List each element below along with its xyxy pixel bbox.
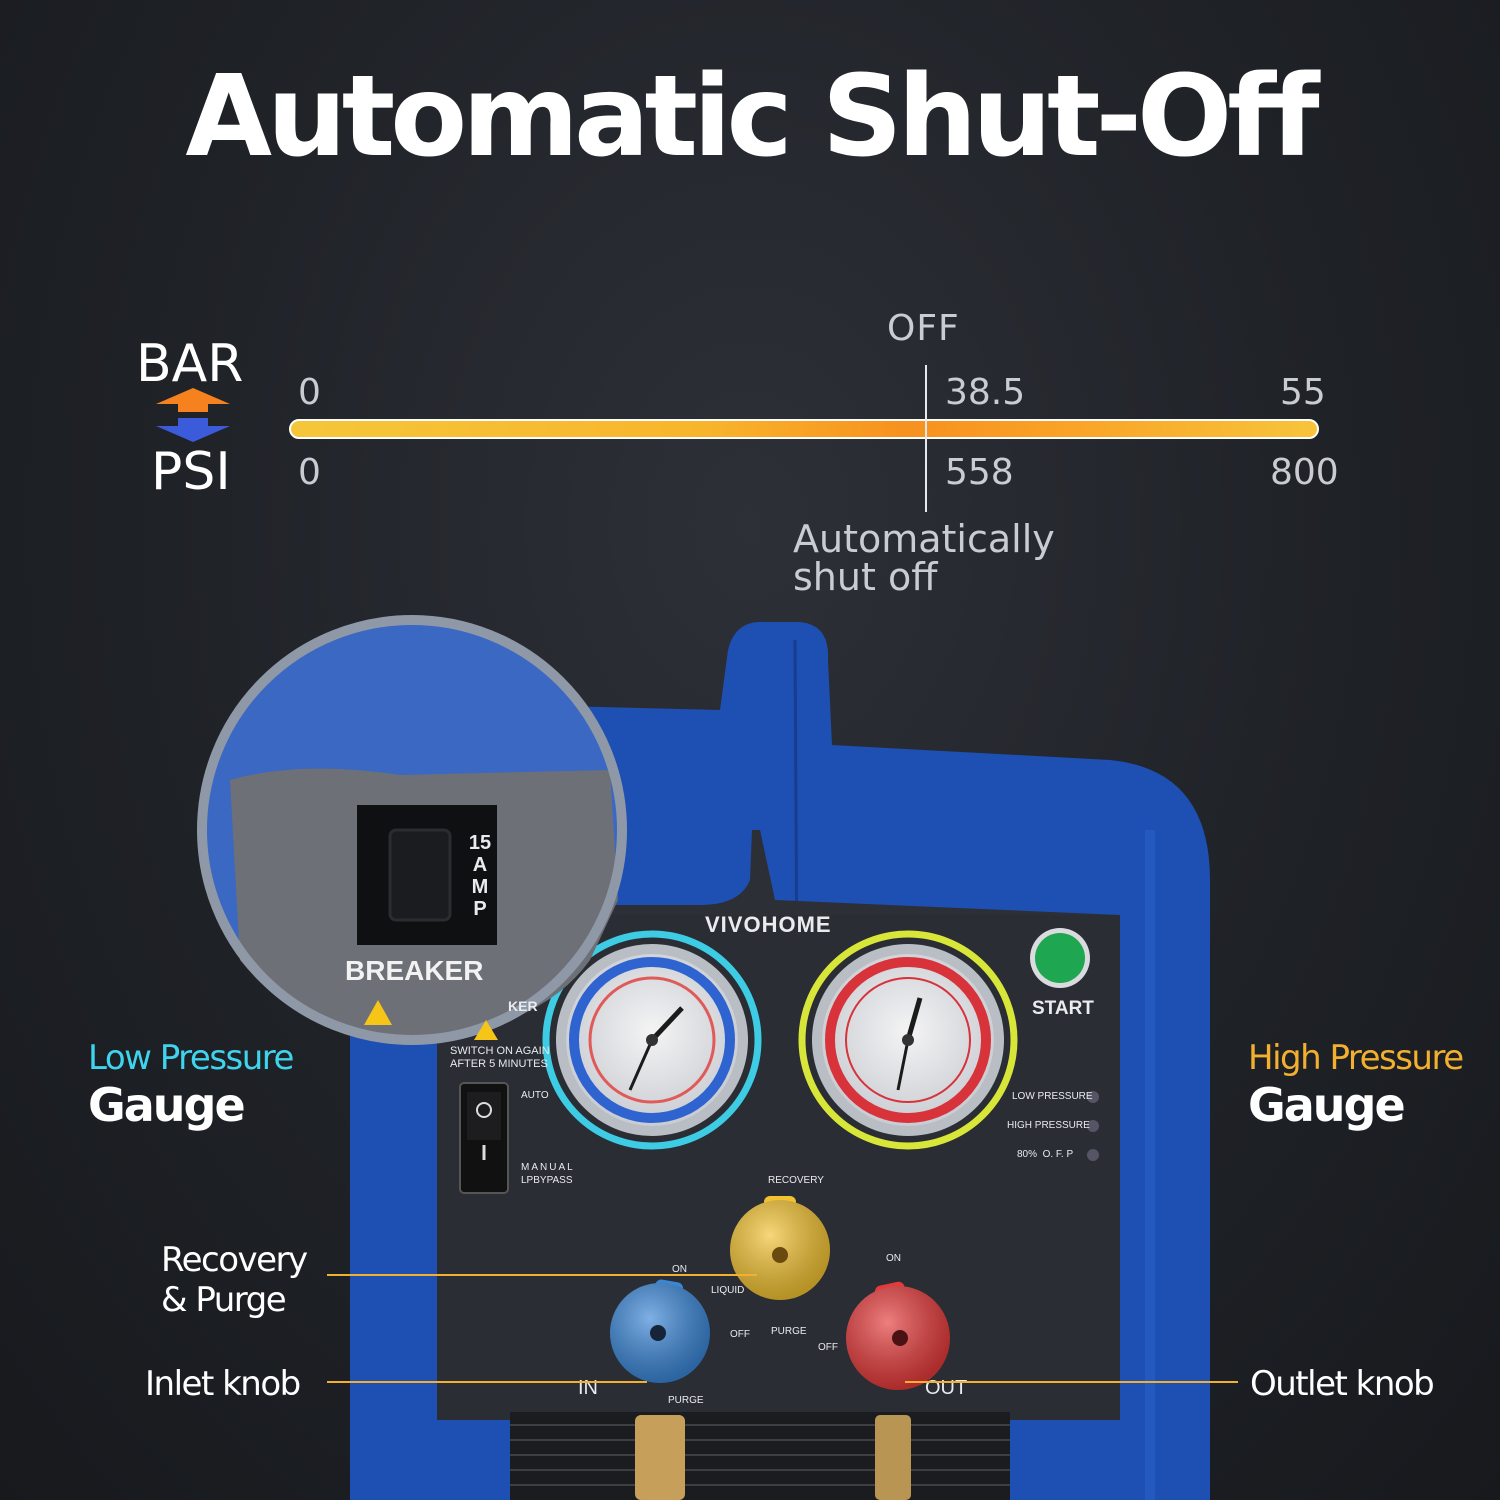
off-label: OFF [887,308,960,349]
liquid-label: LIQUID [711,1285,745,1296]
shutoff-marker-line [925,365,927,512]
purge-label-center: PURGE [771,1326,807,1337]
psi-value-max: 800 [1270,452,1339,493]
page-title: Automatic Shut-Off [185,52,1319,182]
up-down-arrows-icon [156,388,230,442]
psi-value-min: 0 [298,452,321,493]
outlet-on-label: ON [886,1253,901,1264]
inlet-knob-callout: Inlet knob [145,1364,301,1404]
outlet-leader-line [905,1381,1238,1383]
indicator-high-pressure: HIGH PRESSURE [1007,1120,1090,1131]
low-pressure-callout-line1: Low Pressure [88,1038,294,1078]
recovery-purge-callout-line1: Recovery [161,1240,308,1280]
breaker-label: BREAKER [345,955,484,986]
high-pressure-callout-line2: Gauge [1248,1078,1406,1132]
switch-note: SWITCH ON AGAIN AFTER 5 MINUTES [450,1045,550,1070]
lpbypass-label: LPBYPASS [521,1175,573,1186]
inlet-leader-line [327,1381,647,1383]
inlet-purge-label: PURGE [668,1395,704,1406]
bar-value-min: 0 [298,372,321,413]
outlet-off-label: OFF [818,1342,838,1353]
shutoff-note-line2: shut off [793,555,938,599]
inlet-off-label: OFF [730,1329,750,1340]
breaker-small-label: KER [508,998,538,1014]
shutoff-note-line1: Automatically [793,517,1055,561]
indicator-ofp: 80% O. F. P [1017,1149,1074,1160]
brand-logo: VIVOHOME [705,912,832,937]
auto-label: AUTO [521,1090,549,1101]
pressure-scale-bar [289,419,1319,439]
start-label: START [1032,998,1094,1019]
low-pressure-callout-line2: Gauge [88,1078,246,1132]
recovery-purge-callout-line2: & Purge [161,1280,287,1320]
bar-value-max: 55 [1280,372,1326,413]
inlet-on-label: ON [672,1264,687,1275]
high-pressure-callout: High Pressure Gauge [1248,1038,1464,1132]
outlet-knob-callout: Outlet knob [1250,1364,1435,1404]
recovery-machine-illustration [197,615,1210,1500]
indicator-low-pressure: LOW PRESSURE [1012,1091,1093,1102]
unit-psi-label: PSI [151,442,231,502]
shutoff-note: Automatically shut off [793,520,1055,596]
inlet-fitting [635,1415,685,1500]
breaker-rating: 15 A M P [468,832,492,920]
high-pressure-callout-line1: High Pressure [1248,1038,1464,1078]
bar-value-shutoff: 38.5 [945,372,1026,413]
outlet-fitting [875,1415,911,1500]
recovery-purge-callout: Recovery & Purge [161,1240,308,1320]
manual-label: MANUAL [521,1162,575,1173]
low-pressure-callout: Low Pressure Gauge [88,1038,294,1132]
start-button [1035,933,1085,983]
unit-bar-label: BAR [136,334,244,394]
recovery-leader-line [327,1274,757,1276]
psi-value-shutoff: 558 [945,452,1014,493]
recovery-label: RECOVERY [768,1175,824,1186]
